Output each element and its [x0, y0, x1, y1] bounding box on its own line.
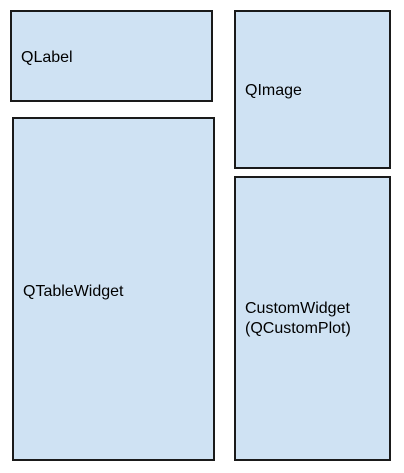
qlabel-box: QLabel	[10, 10, 213, 102]
customwidget-box-label: CustomWidget (QCustomPlot)	[245, 300, 351, 337]
qtablewidget-box-label: QTableWidget	[23, 283, 124, 300]
qlabel-box-label: QLabel	[21, 49, 73, 66]
qimage-box-label: QImage	[245, 82, 302, 99]
qimage-box: QImage	[234, 10, 391, 169]
qtablewidget-box: QTableWidget	[12, 117, 215, 461]
customwidget-box: CustomWidget (QCustomPlot)	[234, 176, 391, 461]
